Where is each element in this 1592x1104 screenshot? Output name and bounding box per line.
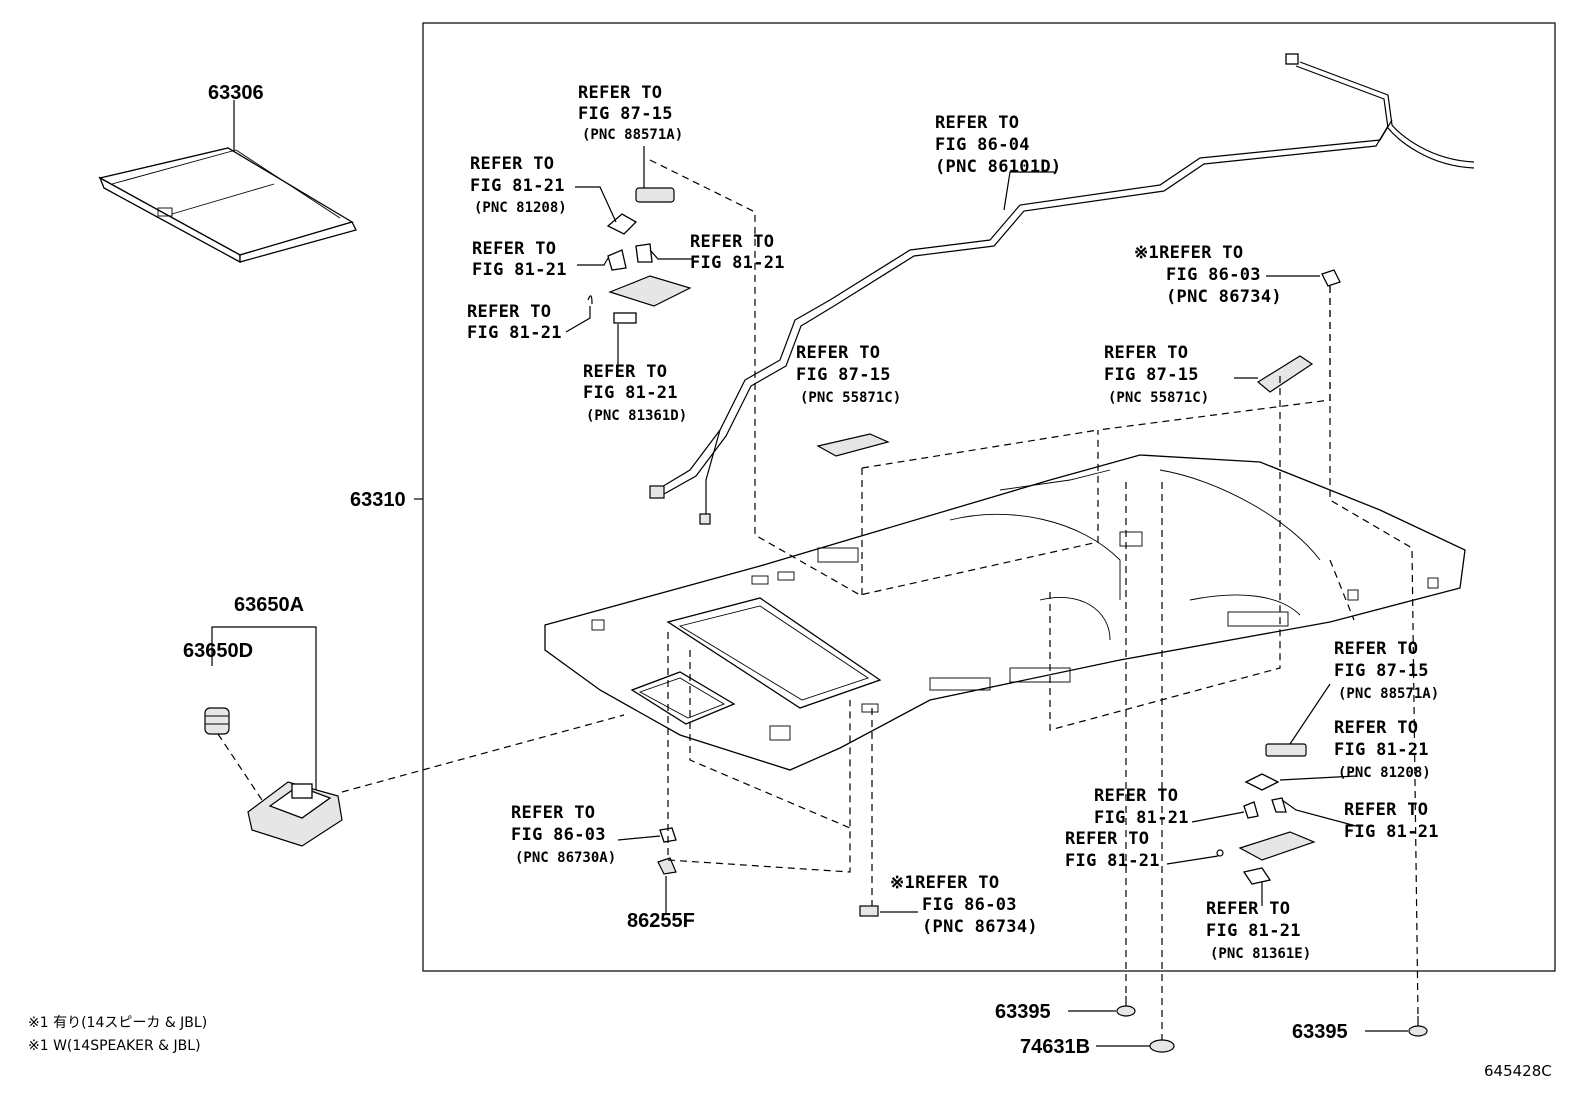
part-55871C-left [816, 433, 890, 457]
callout-ref-0: REFER TO FIG 87-15 (PNC 88571A) [578, 83, 683, 143]
svg-text:(PNC 86734): (PNC 86734) [1166, 287, 1282, 307]
figure-id: 645428C [1484, 1062, 1552, 1080]
callout-ref-5: REFER TO FIG 81-21 (PNC 81361D) [583, 362, 687, 424]
part-number-74631B: 74631B [1020, 1036, 1090, 1058]
callout-ref-17: ※1REFER TO FIG 86-03 (PNC 86734) [890, 873, 1038, 937]
svg-text:REFER TO: REFER TO [1094, 786, 1178, 806]
svg-text:REFER TO: REFER TO [470, 154, 554, 174]
svg-text:(PNC 55871C): (PNC 55871C) [800, 390, 901, 406]
svg-text:REFER TO: REFER TO [796, 343, 880, 363]
part-number-63395-left: 63395 [995, 1001, 1051, 1023]
svg-text:REFER TO: REFER TO [511, 803, 595, 823]
callout-ref-9: REFER TO FIG 87-15 (PNC 55871C) [1104, 343, 1209, 406]
part-number-86255F: 86255F [627, 910, 695, 932]
leader-lines [565, 146, 1408, 1047]
part-63306-panel [98, 100, 357, 264]
callout-ref-15: REFER TO FIG 81-21 (PNC 81361E) [1206, 899, 1311, 962]
console-parts-bottom-right [1216, 743, 1316, 885]
console-parts-top-left [587, 187, 692, 324]
svg-text:REFER TO: REFER TO [472, 239, 556, 259]
svg-text:(PNC 86101D): (PNC 86101D) [935, 157, 1061, 177]
svg-text:REFER TO: REFER TO [578, 83, 662, 103]
svg-text:※1REFER TO: ※1REFER TO [1134, 243, 1243, 263]
callout-ref-6: REFER TO FIG 86-04 (PNC 86101D) [935, 113, 1061, 177]
callout-ref-12: REFER TO FIG 81-21 [1094, 786, 1189, 828]
part-63650A-lamp [247, 781, 343, 847]
svg-text:FIG 81-21: FIG 81-21 [470, 176, 565, 196]
part-86734-bottom [859, 905, 879, 917]
svg-text:FIG 86-04: FIG 86-04 [935, 135, 1030, 155]
part-number-63650A: 63650A [234, 594, 304, 616]
callout-ref-14: REFER TO FIG 81-21 [1065, 829, 1160, 871]
svg-text:FIG 81-21: FIG 81-21 [583, 383, 678, 403]
part-63650D-clip [204, 707, 230, 735]
svg-text:(PNC 88571A): (PNC 88571A) [582, 127, 683, 143]
svg-text:REFER TO: REFER TO [1065, 829, 1149, 849]
svg-text:(PNC 86730A): (PNC 86730A) [515, 850, 616, 866]
svg-text:REFER TO: REFER TO [690, 232, 774, 252]
assembly-frame [422, 22, 1556, 972]
svg-text:REFER TO: REFER TO [583, 362, 667, 382]
callout-ref-7: ※1REFER TO FIG 86-03 (PNC 86734) [1134, 243, 1282, 307]
part-86255F [657, 857, 677, 875]
callout-ref-11: REFER TO FIG 81-21 (PNC 81208) [1334, 718, 1431, 781]
svg-text:FIG 87-15: FIG 87-15 [796, 365, 891, 385]
svg-text:FIG 81-21: FIG 81-21 [1344, 822, 1439, 842]
svg-text:(PNC 81208): (PNC 81208) [1338, 765, 1431, 781]
svg-text:REFER TO: REFER TO [935, 113, 1019, 133]
svg-text:(PNC 55871C): (PNC 55871C) [1108, 390, 1209, 406]
svg-text:(PNC 81361E): (PNC 81361E) [1210, 946, 1311, 962]
svg-text:FIG 86-03: FIG 86-03 [1166, 265, 1261, 285]
callout-ref-10: REFER TO FIG 87-15 (PNC 88571A) [1334, 639, 1439, 702]
svg-text:(PNC 88571A): (PNC 88571A) [1338, 686, 1439, 702]
svg-text:REFER TO: REFER TO [1104, 343, 1188, 363]
callout-ref-2: REFER TO FIG 81-21 [472, 239, 567, 280]
part-number-63650D: 63650D [183, 640, 253, 662]
footnote-en: ※1 W(14SPEAKER & JBL) [28, 1038, 201, 1054]
svg-text:FIG 81-21: FIG 81-21 [472, 260, 567, 280]
callout-ref-4: REFER TO FIG 81-21 [467, 302, 562, 343]
harness-86101D [649, 53, 1475, 525]
svg-text:FIG 81-21: FIG 81-21 [1334, 740, 1429, 760]
callout-ref-13: REFER TO FIG 81-21 [1344, 800, 1439, 842]
headliner-body [544, 454, 1466, 771]
svg-text:FIG 81-21: FIG 81-21 [1206, 921, 1301, 941]
svg-text:FIG 81-21: FIG 81-21 [690, 253, 785, 273]
svg-text:(PNC 81361D): (PNC 81361D) [586, 408, 687, 424]
svg-text:FIG 87-15: FIG 87-15 [1104, 365, 1199, 385]
callout-ref-1: REFER TO FIG 81-21 (PNC 81208) [470, 154, 567, 216]
svg-text:FIG 86-03: FIG 86-03 [922, 895, 1017, 915]
svg-text:(PNC 86734): (PNC 86734) [922, 917, 1038, 937]
callout-ref-8: REFER TO FIG 87-15 (PNC 55871C) [796, 343, 901, 406]
footnote-jp: ※1 有り(14スピーカ & JBL) [28, 1015, 207, 1031]
part-86734-top [1321, 269, 1341, 287]
part-number-63310: 63310 [350, 489, 406, 511]
svg-text:(PNC 81208): (PNC 81208) [474, 200, 567, 216]
projection-lines [649, 159, 1419, 1040]
callout-ref-3: REFER TO FIG 81-21 [690, 232, 785, 273]
svg-text:FIG 81-21: FIG 81-21 [467, 323, 562, 343]
svg-text:FIG 81-21: FIG 81-21 [1065, 851, 1160, 871]
fasteners-63395-74631B [1116, 996, 1428, 1053]
part-number-63306: 63306 [208, 82, 264, 104]
svg-text:※1REFER TO: ※1REFER TO [890, 873, 999, 893]
svg-text:FIG 87-15: FIG 87-15 [578, 104, 673, 124]
svg-text:REFER TO: REFER TO [467, 302, 551, 322]
part-number-63395-right: 63395 [1292, 1021, 1348, 1043]
svg-text:REFER TO: REFER TO [1334, 639, 1418, 659]
svg-text:REFER TO: REFER TO [1206, 899, 1290, 919]
svg-text:REFER TO: REFER TO [1344, 800, 1428, 820]
callout-ref-16: REFER TO FIG 86-03 (PNC 86730A) [511, 803, 616, 866]
part-55871C-right [1256, 355, 1314, 393]
svg-text:REFER TO: REFER TO [1334, 718, 1418, 738]
svg-text:FIG 86-03: FIG 86-03 [511, 825, 606, 845]
svg-text:FIG 81-21: FIG 81-21 [1094, 808, 1189, 828]
svg-text:FIG 87-15: FIG 87-15 [1334, 661, 1429, 681]
